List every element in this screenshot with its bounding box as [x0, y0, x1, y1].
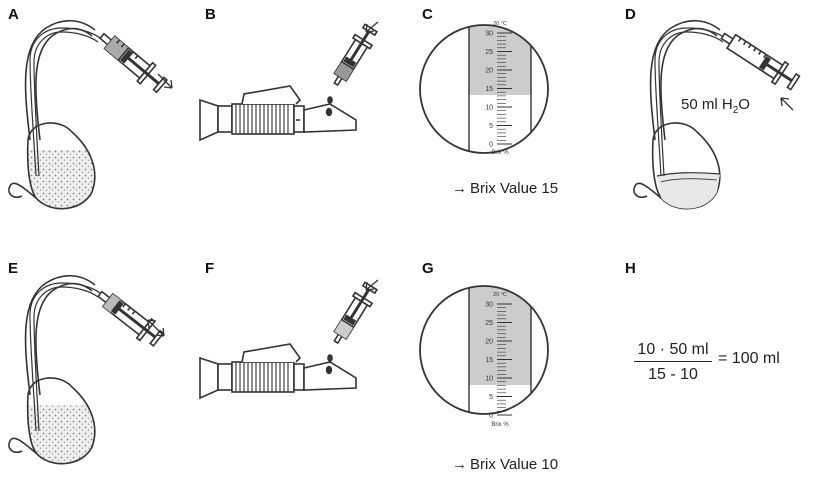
panel-g-scale — [419, 285, 549, 416]
tick-labels-g: 30 25 20 15 10 5 0 — [485, 302, 493, 420]
feeding-tube-d — [654, 27, 726, 177]
formula-numerator: 10 · 50 ml — [634, 339, 712, 362]
panel-label-h: H — [625, 260, 636, 277]
tick-labels-c: 30 25 20 15 10 5 0 — [485, 31, 493, 149]
panel-d-stomach-syringe — [633, 19, 801, 210]
water-subscript: 2 — [732, 105, 739, 116]
refractometer-grip-b — [231, 103, 295, 135]
scale-unit-g: Brix % — [491, 422, 509, 428]
stomach-d — [633, 122, 721, 210]
panel-label-g: G — [422, 260, 434, 277]
panel-c-scale — [419, 24, 549, 154]
syringe-e — [97, 290, 165, 347]
scale-header-g: 20 °C — [493, 292, 507, 298]
scale-tick-label: 10 — [485, 105, 493, 112]
panel-label-a: A — [8, 6, 19, 23]
volume-formula: 10 · 50 ml 15 - 10 = 100 ml — [634, 339, 819, 389]
panel-a-stomach-syringe — [8, 19, 173, 210]
scale-tick-label: 20 — [485, 339, 493, 346]
panel-label-f: F — [205, 260, 215, 277]
droplet-b2 — [325, 107, 333, 117]
scale-unit-c: Brix % — [491, 150, 509, 156]
tick-marks-c — [497, 32, 512, 145]
caption-arrow-g: → — [452, 456, 467, 473]
panel-label-b: B — [205, 6, 216, 23]
eyepiece-circle-c — [419, 24, 549, 154]
push-arrow-b — [365, 21, 379, 33]
stomach-e — [8, 377, 96, 465]
formula-result: = 100 ml — [718, 350, 780, 367]
water-volume-prefix: 50 ml H — [681, 96, 733, 113]
scale-tick-label: 0 — [489, 413, 493, 420]
droplet-f2 — [325, 365, 333, 375]
scale-tick-label: 20 — [485, 68, 493, 75]
brix-value-g: Brix Value 10 — [470, 456, 559, 473]
syringe-f — [333, 281, 379, 345]
brix-value-c: Brix Value 15 — [470, 180, 559, 197]
feeding-tube-a — [29, 27, 101, 177]
syringe-a — [98, 32, 169, 94]
scale-tick-label: 25 — [485, 320, 493, 327]
scale-header-c: 20 °C — [493, 21, 507, 27]
caption-g: →Brix Value 10 — [452, 456, 558, 473]
scale-tick-label: 25 — [485, 49, 493, 56]
push-arrow-f — [365, 279, 379, 291]
syringe-b — [333, 23, 379, 87]
feeding-tube-e — [29, 282, 101, 432]
caption-arrow-c: → — [452, 180, 467, 197]
stomach-a — [8, 122, 96, 210]
scale-tick-label: 5 — [489, 123, 493, 130]
pull-arrow-a — [157, 73, 173, 89]
formula-fraction: 10 · 50 ml 15 - 10 — [634, 339, 712, 386]
scale-tick-label: 30 — [485, 302, 493, 309]
formula-denominator: 15 - 10 — [648, 366, 698, 383]
scale-tick-label: 5 — [489, 394, 493, 401]
panel-label-d: D — [625, 6, 636, 23]
water-volume-suffix: O — [738, 96, 750, 113]
droplet-b1 — [327, 96, 333, 104]
panel-label-e: E — [8, 260, 19, 277]
push-arrow-d — [780, 97, 794, 111]
panel-label-c: C — [422, 6, 433, 23]
scale-tick-label: 10 — [485, 376, 493, 383]
mix-arrow-e — [147, 319, 165, 337]
tick-marks-g — [497, 303, 512, 416]
scale-tick-label: 15 — [485, 86, 493, 93]
eyepiece-circle-g — [419, 285, 549, 415]
panel-e-stomach-syringe — [8, 274, 165, 465]
droplet-f1 — [327, 354, 333, 362]
panel-b-refractometer — [199, 21, 379, 142]
syringe-d — [720, 32, 801, 91]
refractometer-b — [199, 85, 357, 142]
caption-c: →Brix Value 15 — [452, 180, 558, 197]
refractometer-f — [199, 343, 357, 400]
panel-f-refractometer — [199, 279, 379, 400]
scale-tick-label: 15 — [485, 357, 493, 364]
scale-tick-label: 0 — [489, 142, 493, 149]
scale-tick-label: 30 — [485, 31, 493, 38]
water-volume-label: 50 ml H2O — [681, 96, 750, 116]
